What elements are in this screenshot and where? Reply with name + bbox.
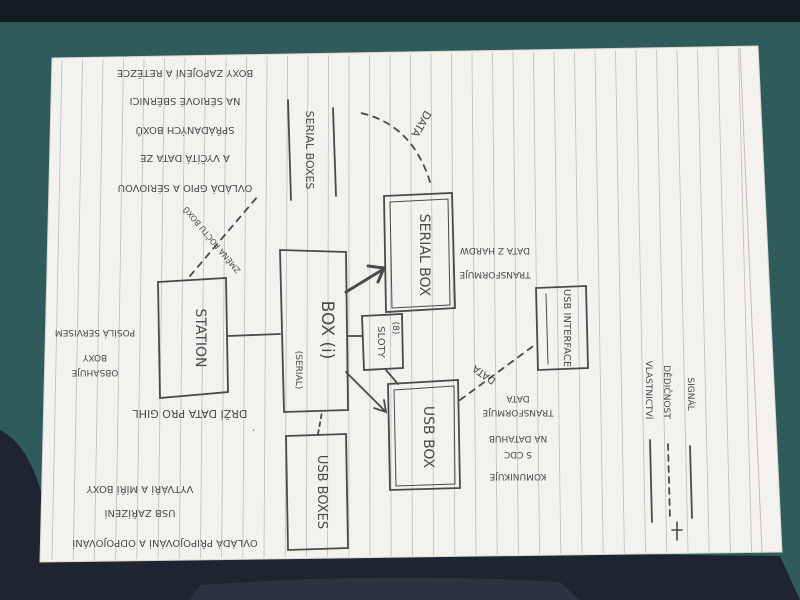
usb-boxes-node: USB BOXES: [285, 433, 349, 551]
rule-line: [553, 51, 562, 555]
serial-boxes-label: SERIAL BOXES: [303, 111, 316, 190]
note-usb-2: VYTVÁŘÍ A MÍŘÍ BOXY: [86, 483, 194, 496]
rule-line: [574, 51, 583, 554]
sloty-node: SLOTY (8): [361, 313, 404, 371]
rule-line: [200, 57, 206, 559]
note-top-right-5: BOXY ZAPOJENÍ A RETĚZCE: [117, 67, 253, 80]
rule-line: [717, 48, 731, 553]
margin-line: [739, 47, 763, 553]
rule-line: [410, 54, 413, 556]
serial-box-label: SERIAL BOX: [416, 214, 432, 297]
legend-line-1: [649, 439, 653, 523]
note-left-3: POSÍLÁ SERVISEM: [55, 327, 135, 339]
note-komunikuje-5: DATA: [506, 393, 530, 403]
desk-top-edge: [0, 0, 800, 22]
box-serialbox-arrow: [344, 264, 387, 294]
rule-line: [471, 52, 477, 556]
station-box-link: [227, 333, 281, 337]
rule-line: [635, 50, 646, 554]
box-label: BOX (i): [317, 301, 337, 360]
rule-line: [221, 57, 227, 559]
note-komunikuje-4: TRANSFORMUJE: [482, 407, 555, 417]
note-top-right-3: SPŘÁDANÝCH BOXŮ: [136, 124, 235, 137]
rule-line: [615, 50, 625, 554]
usb-interface-node: USB INTERFACE: [535, 285, 589, 371]
fabric-bottom-shadow: [190, 577, 580, 600]
note-trans-1: TRANSFORMUJE: [459, 269, 532, 279]
box-node: BOX (i) (SERIAL): [279, 249, 349, 413]
note-top-right-2: A VYČÍTÁ DATA ZE: [140, 152, 230, 165]
sloty-label: SLOTY: [375, 326, 386, 359]
rule-line: [389, 54, 392, 557]
usb-box-label: USB BOX: [420, 406, 436, 469]
sloty-sub-label: (8): [390, 322, 400, 335]
note-drzi: DRŽÍ DATA PRO GIHL: [132, 407, 248, 420]
note-trans-2: DATA Z HARDW: [460, 245, 530, 255]
legend-label-3: SIGNÁL: [685, 377, 697, 410]
rule-line: [512, 52, 519, 555]
sloty-usbbox-link: [385, 369, 399, 385]
note-left-2: BOXY: [82, 352, 107, 362]
legend-line-2: [667, 443, 671, 521]
note-bottom: OVLÁDÁ PŘIPOJOVÁNÍ A ODPOJOVÁNÍ: [72, 537, 258, 550]
data-usb-dashed: [459, 343, 537, 401]
note-top-right-4: NA SÉRIOVÉ SBĚRNICI: [130, 95, 241, 108]
rule-line: [284, 56, 288, 558]
rule-line: [492, 52, 498, 555]
rule-line: [656, 49, 668, 553]
rule-line: [594, 50, 604, 554]
note-left-1: OBSAHUJE: [71, 367, 118, 377]
note-komunikuje-1: KOMUNIKUJE: [489, 471, 546, 481]
rule-line: [263, 56, 268, 558]
legend-label-1: VLASTNICTVÍ: [643, 361, 655, 420]
rule-line: [94, 59, 104, 560]
rule-line: [305, 55, 309, 558]
rule-line: [51, 59, 63, 561]
rule-line: [115, 58, 124, 560]
data-arc-top: [355, 111, 431, 183]
rule-line: [327, 55, 329, 557]
usb-boxes-label: USB BOXES: [314, 455, 329, 529]
diagram: SERIAL BOXES SERIAL BOX STATION BOX (i) …: [157, 99, 693, 551]
rule-line: [430, 53, 435, 556]
rule-line: [72, 59, 83, 560]
station-node: STATION: [157, 277, 229, 399]
rule-line: [738, 48, 752, 552]
serial-box-node: SERIAL BOX: [383, 192, 456, 313]
label-mini: -: [249, 428, 258, 431]
legend-label-2: DĚDIČNOST: [661, 365, 673, 419]
usb-interface-label: USB INTERFACE: [561, 289, 572, 367]
zmena-dashed: [189, 195, 259, 277]
note-komunikuje-2: S CDC: [504, 449, 532, 459]
rule-lines: [51, 48, 752, 561]
legend-line-3: [689, 445, 693, 519]
rule-line: [178, 57, 186, 559]
rule-line: [136, 58, 145, 560]
paper-sheet: [39, 45, 783, 563]
usb-box-node: USB BOX: [387, 379, 461, 491]
note-usb-1: USB ZAŘÍZENÍ: [105, 507, 176, 520]
station-label: STATION: [192, 308, 208, 367]
legend-bar: [671, 521, 683, 541]
rule-line: [451, 53, 456, 556]
box-usbbox-arrow: [345, 371, 388, 414]
rule-line: [676, 49, 689, 553]
rule-line: [697, 49, 710, 553]
box-sub-label: (SERIAL): [293, 351, 303, 390]
serial-boxes-node: SERIAL BOXES: [287, 99, 337, 201]
rule-line: [157, 58, 165, 559]
usbboxes-link: [317, 411, 323, 435]
note-komunikuje-3: NA DATAHUB: [489, 433, 547, 443]
rule-line: [369, 54, 371, 557]
rule-line: [242, 56, 247, 558]
note-top-right-1: OVLÁDÁ GPIO A SÉRIOVOU: [118, 182, 253, 195]
